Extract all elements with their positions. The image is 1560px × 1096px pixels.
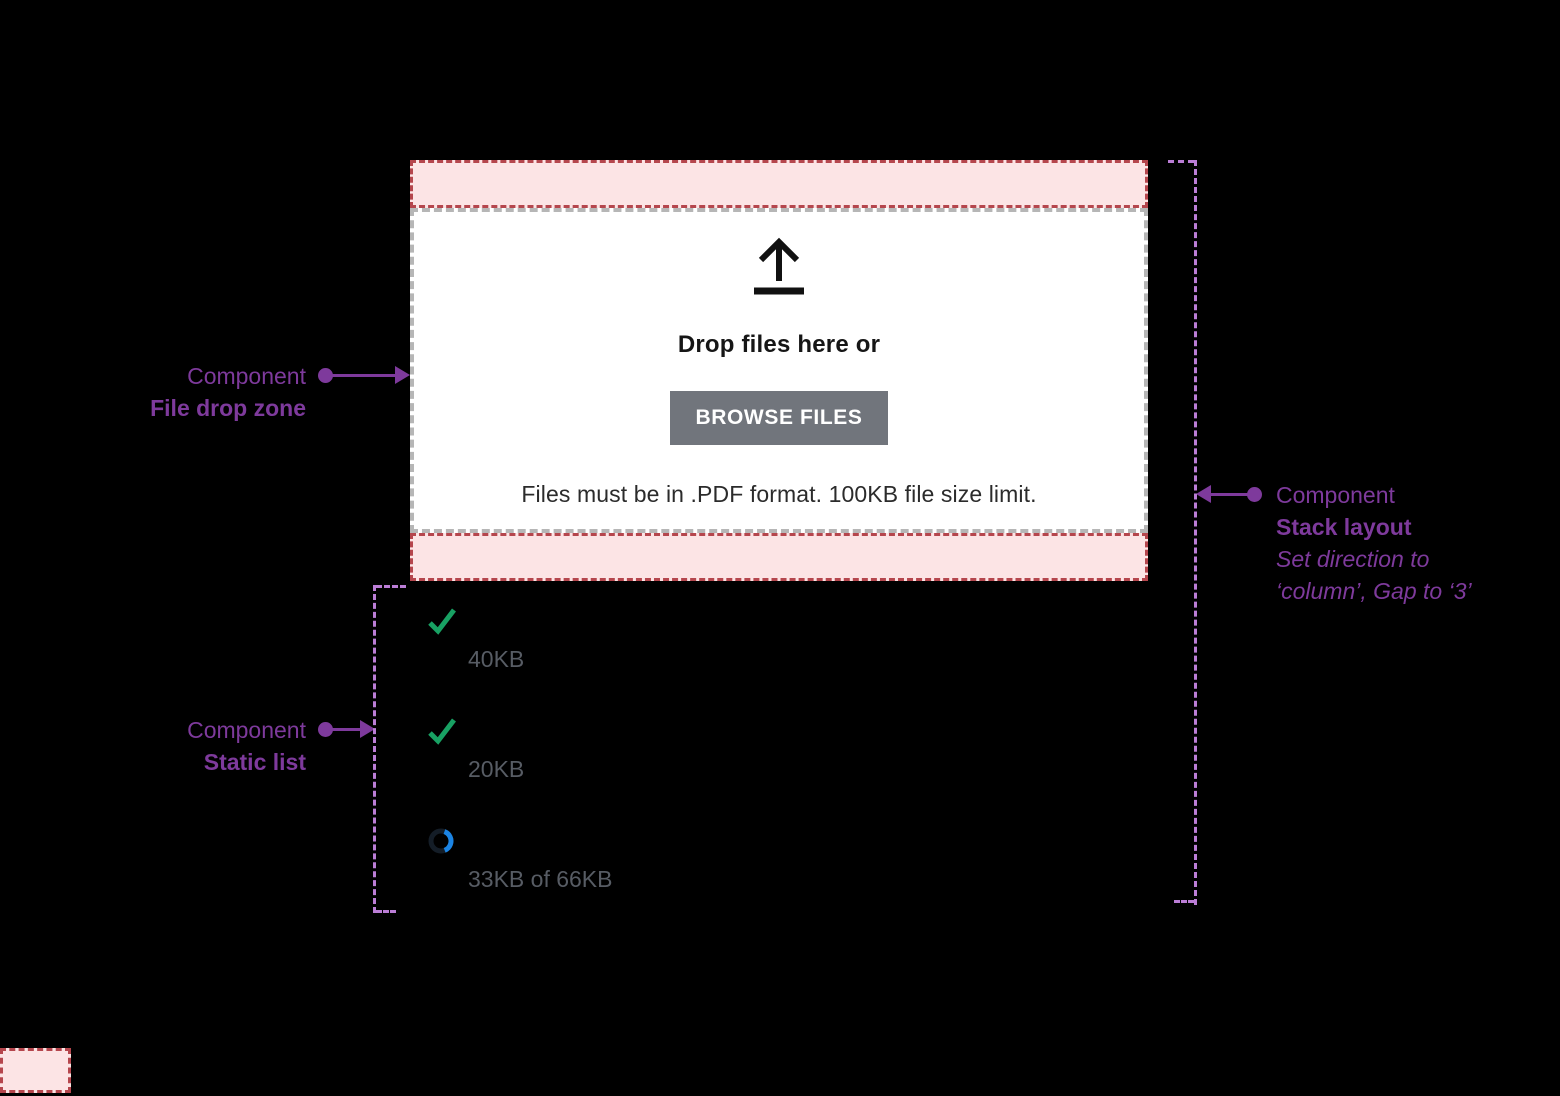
stack-layout-outline bbox=[1168, 160, 1194, 163]
annotation-note: ‘column’, Gap to ‘3’ bbox=[1276, 578, 1472, 604]
annotation-kind: Component bbox=[187, 717, 306, 743]
annotation-title: Static list bbox=[203, 749, 306, 775]
annotation-line bbox=[325, 374, 397, 377]
annotation-note: Set direction to bbox=[1276, 546, 1430, 572]
annotation-static-list: Component Static list bbox=[100, 714, 306, 778]
padding-legend-swatch bbox=[0, 1048, 71, 1093]
annotation-dot bbox=[1247, 487, 1262, 502]
upload-icon bbox=[751, 234, 807, 301]
browse-files-button[interactable]: BROWSE FILES bbox=[670, 390, 888, 445]
arrow-right-icon bbox=[360, 720, 375, 738]
arrow-right-icon bbox=[395, 366, 410, 384]
static-list-outline bbox=[376, 585, 406, 588]
annotation-title: File drop zone bbox=[150, 395, 306, 421]
annotation-kind: Component bbox=[187, 363, 306, 389]
padding-highlight-top bbox=[410, 160, 1148, 208]
stack-layout-outline bbox=[1194, 160, 1197, 905]
spinner-icon bbox=[428, 828, 454, 859]
file-drop-zone[interactable]: Drop files here or BROWSE FILES Files mu… bbox=[410, 208, 1148, 533]
annotation-kind: Component bbox=[1276, 482, 1395, 508]
drop-zone-title: Drop files here or bbox=[677, 330, 881, 358]
drop-zone-hint: Files must be in .PDF format. 100KB file… bbox=[521, 480, 1037, 507]
file-size-label: 40KB bbox=[468, 646, 525, 672]
annotation-line bbox=[325, 728, 363, 731]
annotation-title: Stack layout bbox=[1276, 514, 1412, 540]
annotation-stack-layout: Component Stack layout Set direction to … bbox=[1276, 479, 1546, 607]
padding-highlight-bottom bbox=[410, 533, 1148, 581]
file-size-label: 33KB of 66KB bbox=[468, 866, 613, 892]
annotation-file-drop-zone: Component File drop zone bbox=[100, 360, 306, 424]
file-size-label: 20KB bbox=[468, 756, 525, 782]
arrow-left-icon bbox=[1196, 485, 1211, 503]
annotation-line bbox=[1208, 493, 1250, 496]
stack-layout-outline bbox=[1174, 900, 1194, 903]
check-icon bbox=[427, 606, 457, 641]
check-icon bbox=[427, 716, 457, 751]
file-drop-zone-card: Drop files here or BROWSE FILES Files mu… bbox=[410, 160, 1148, 581]
static-list-outline bbox=[373, 585, 376, 913]
static-list-outline bbox=[376, 910, 396, 913]
